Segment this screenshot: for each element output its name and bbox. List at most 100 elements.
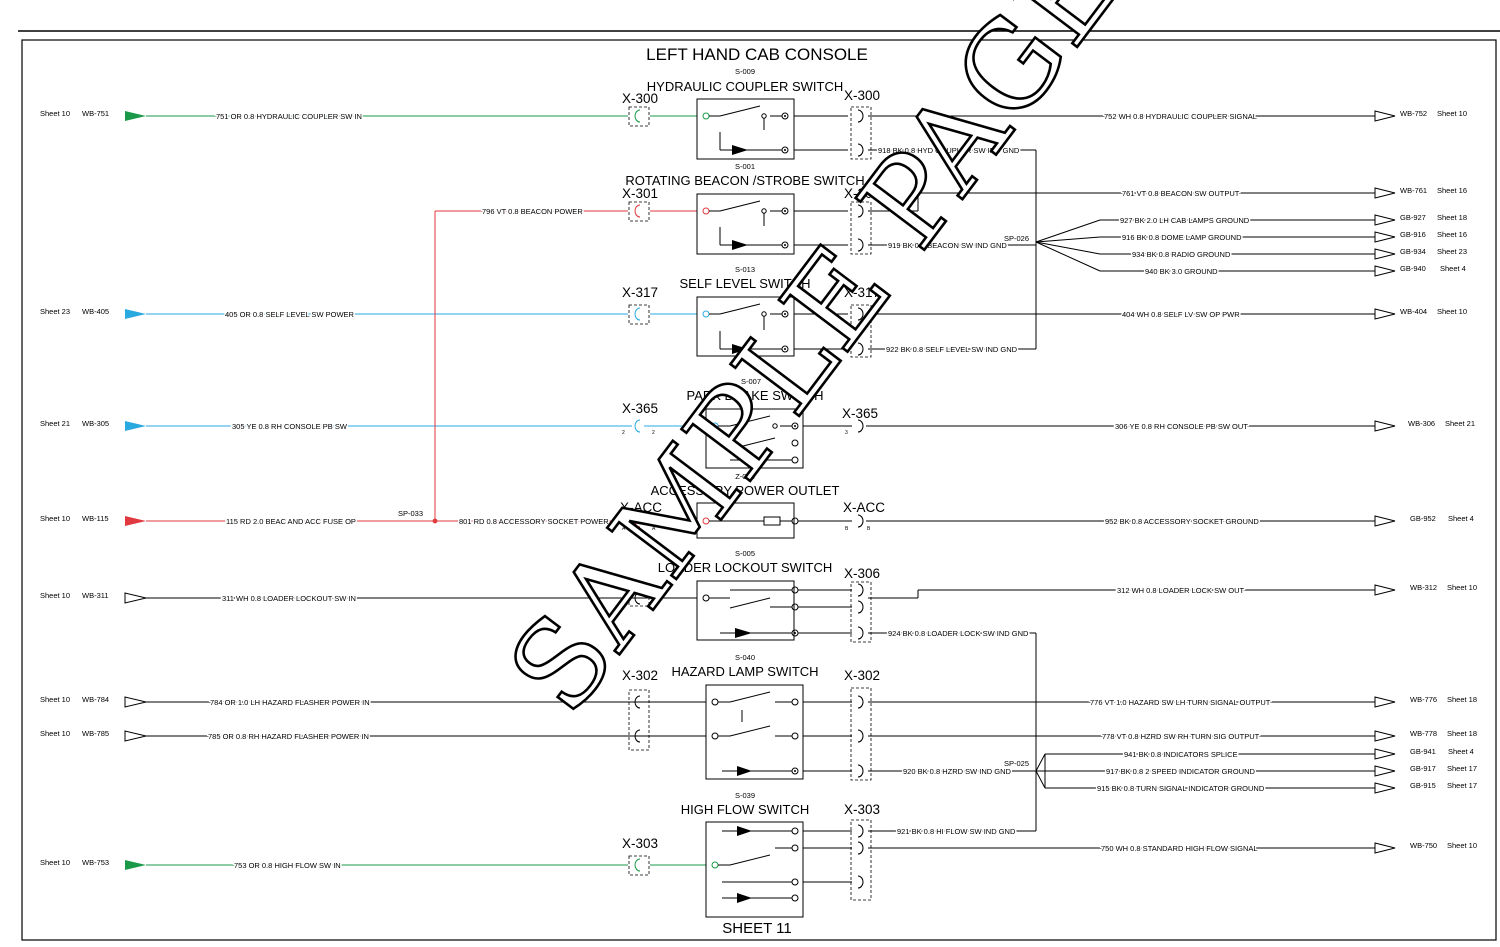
input-arrow-icon: [124, 592, 147, 604]
wire-label: 753 OR 0.8 HIGH FLOW SW IN: [234, 861, 341, 870]
input-sheet: Sheet 10: [40, 858, 70, 867]
connector-label: X-301: [844, 186, 880, 201]
component-name: HAZARD LAMP SWITCH: [671, 664, 818, 679]
output-ref: GB-941: [1410, 747, 1436, 756]
input-arrow-icon: [125, 309, 146, 319]
sp026-outputs: 927 BK 2.0 LH CAB LAMPS GROUND GB-927 Sh…: [1100, 213, 1467, 278]
component-ref: S-001: [735, 162, 755, 171]
connector-label: X-300: [622, 91, 658, 106]
output-ref: GB-915: [1410, 781, 1436, 790]
output-sheet: Sheet 18: [1447, 729, 1477, 738]
connector-label: X-306: [844, 566, 880, 581]
input-sheet: Sheet 10: [40, 729, 70, 738]
connector-x300-right: [850, 106, 872, 160]
input-ref: WB-785: [82, 729, 109, 738]
output-sheet: Sheet 16: [1437, 186, 1467, 195]
wire-label: 921 BK 0.8 HI FLOW SW IND GND: [897, 827, 1016, 836]
output-sheet: Sheet 23: [1437, 247, 1467, 256]
input-sheet: Sheet 10: [40, 514, 70, 523]
connector-label: X-303: [622, 836, 658, 851]
wire-label: 941 BK 0.8 INDICATORS SPLICE: [1124, 750, 1238, 759]
wire-label: 115 RD 2.0 BEAC AND ACC FUSE OP: [226, 517, 356, 526]
wire-label: 761 VT 0.8 BEACON SW OUTPUT: [1122, 189, 1240, 198]
connector-pin-icon: [634, 109, 641, 123]
wire-label: 752 WH 0.8 HYDRAULIC COUPLER SIGNAL: [1104, 112, 1257, 121]
connector-label: X-317: [844, 285, 880, 300]
input-sheet: Sheet 10: [40, 695, 70, 704]
wire-label: 305 YE 0.8 RH CONSOLE PB SW: [232, 422, 348, 431]
output-ref: WB-306: [1408, 419, 1435, 428]
wire-label: 952 BK 0.8 ACCESSORY SOCKET GROUND: [1105, 517, 1259, 526]
sheet-label: SHEET 11: [722, 920, 791, 937]
component-name: HYDRAULIC COUPLER SWITCH: [647, 79, 843, 94]
row-beacon: 796 VT 0.8 BEACON POWER X-301 ROTATING B…: [435, 173, 1467, 255]
wire-label: 934 BK 0.8 RADIO GROUND: [1132, 250, 1231, 259]
wire-label: 404 WH 0.8 SELF LV SW OP PWR: [1122, 310, 1240, 319]
input-sheet: Sheet 21: [40, 419, 70, 428]
output-ref: WB-312: [1410, 583, 1437, 592]
input-arrow-icon: [125, 860, 146, 870]
wire-label: 784 OR 1.0 LH HAZARD FLASHER POWER IN: [210, 698, 370, 707]
wire-label: 801 RD 0.8 ACCESSORY SOCKET POWER: [459, 517, 609, 526]
pin-label: 3: [845, 430, 848, 436]
row-park-brake: Sheet 21 WB-305 305 YE 0.8 RH CONSOLE PB…: [40, 377, 1475, 469]
component-name: PARK BRAKE SWITCH: [686, 388, 823, 403]
page-frame: [21, 39, 1497, 941]
switch-s007: [705, 408, 804, 469]
wire-label: 916 BK 0.8 DOME LAMP GROUND: [1122, 233, 1242, 242]
wire-label: 796 VT 0.8 BEACON POWER: [482, 207, 583, 216]
component-ref: S-039: [735, 791, 755, 800]
output-ref: WB-761: [1400, 186, 1427, 195]
terminal-icon: [702, 112, 710, 120]
component-name: ROTATING BEACON /STROBE SWITCH: [625, 173, 864, 188]
output-ref: GB-917: [1410, 764, 1436, 773]
output-sheet: Sheet 10: [1437, 109, 1467, 118]
row-high-flow: Sheet 10 WB-753 753 OR 0.8 HIGH FLOW SW …: [40, 791, 1477, 918]
input-sheet: Sheet 23: [40, 307, 70, 316]
component-ref: S-040: [735, 653, 755, 662]
wire-label: 785 OR 0.8 RH HAZARD FLASHER POWER IN: [208, 732, 369, 741]
input-ref: WB-751: [82, 109, 109, 118]
component-name: LOADER LOCKOUT SWITCH: [658, 560, 833, 575]
input-arrow-icon: [124, 696, 147, 708]
output-ref: GB-934: [1400, 247, 1426, 256]
output-sheet: Sheet 4: [1448, 514, 1474, 523]
wire-label: 915 BK 0.8 TURN SIGNAL INDICATOR GROUND: [1097, 784, 1265, 793]
wire-label: 918 BK 0.8 HYD COUPLER SW IND GND: [878, 146, 1020, 155]
wire-label: 312 WH 0.8 LOADER LOCK SW OUT: [1117, 586, 1245, 595]
output-sheet: Sheet 4: [1448, 747, 1474, 756]
output-ref: GB-940: [1400, 264, 1426, 273]
output-sheet: Sheet 18: [1447, 695, 1477, 704]
connector-label: X-365: [622, 401, 658, 416]
output-ref: GB-927: [1400, 213, 1426, 222]
page-title: LEFT HAND CAB CONSOLE: [646, 45, 868, 64]
input-arrow-icon: [125, 421, 146, 431]
row-accessory: Sheet 10 WB-115 115 RD 2.0 BEAC AND ACC …: [40, 211, 1474, 539]
wire-label: 311 WH 0.8 LOADER LOCKOUT SW IN: [222, 594, 356, 603]
wire-label: 917 BK 0.8 2 SPEED INDICATOR GROUND: [1106, 767, 1256, 776]
input-ref: WB-115: [82, 514, 109, 523]
wire-label: 922 BK 0.8 SELF LEVEL SW IND GND: [886, 345, 1018, 354]
input-sheet: Sheet 10: [40, 109, 70, 118]
input-arrow-icon: [125, 111, 146, 121]
component-name: SELF LEVEL SWITCH: [680, 276, 811, 291]
connector-label: X-302: [622, 668, 658, 683]
wire-label: 927 BK 2.0 LH CAB LAMPS GROUND: [1120, 216, 1250, 225]
connector-label: X-365: [842, 406, 878, 421]
output-sheet: Sheet 16: [1437, 230, 1467, 239]
pin-label: B: [845, 526, 849, 532]
switch-blade-icon: [719, 105, 761, 117]
component-name: HIGH FLOW SWITCH: [681, 802, 810, 817]
pin-label: A: [622, 526, 626, 532]
switch-s040: [705, 684, 804, 780]
wire-label: 920 BK 0.8 HZRD SW IND GND: [903, 767, 1012, 776]
output-sheet: Sheet 10: [1447, 583, 1477, 592]
input-arrow-icon: [125, 516, 146, 526]
connector-label: X-303: [844, 802, 880, 817]
splice-label: SP-033: [398, 509, 423, 518]
output-ref: WB-752: [1400, 109, 1427, 118]
component-ref: S-005: [735, 549, 755, 558]
wire-label: 940 BK 3.0 GROUND: [1145, 267, 1218, 276]
output-sheet: Sheet 17: [1447, 764, 1477, 773]
